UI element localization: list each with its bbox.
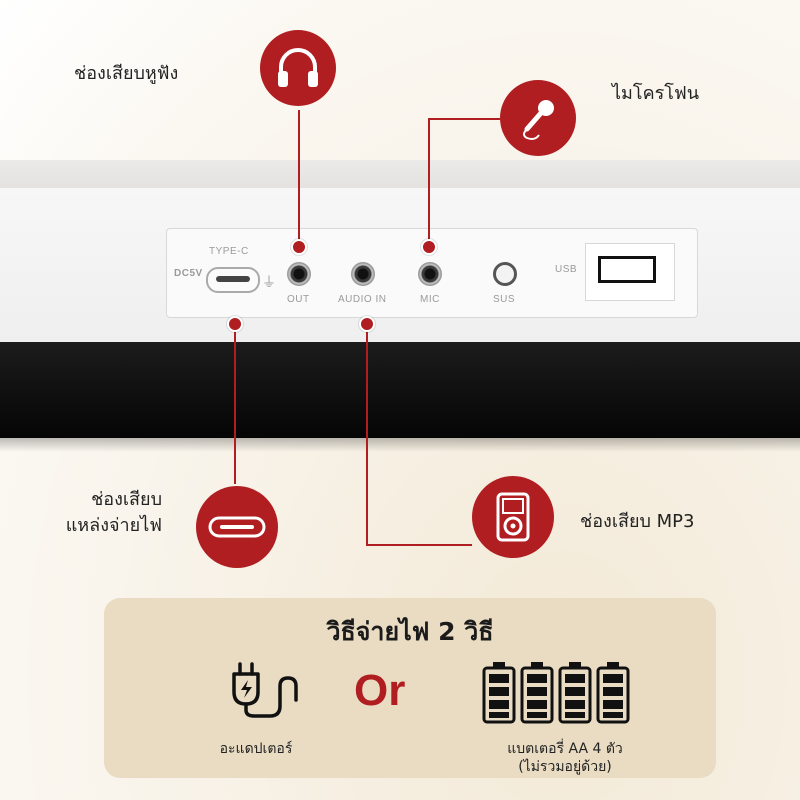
usb-c-port-icon bbox=[196, 486, 278, 568]
mic-connector-line-v bbox=[428, 118, 430, 246]
mp3-connector-line-h bbox=[366, 544, 472, 546]
mp3-dot bbox=[359, 316, 375, 332]
power-dot bbox=[227, 316, 243, 332]
sus-jack bbox=[493, 262, 517, 286]
mic-dot bbox=[421, 239, 437, 255]
keyboard-shadow bbox=[0, 438, 800, 452]
headphones-icon bbox=[260, 30, 336, 106]
battery-icon bbox=[480, 660, 638, 730]
power-adapter-icon bbox=[226, 660, 302, 722]
headphone-connector-line bbox=[298, 110, 300, 246]
power-label-line2: แหล่งจ่ายไฟ bbox=[65, 515, 162, 536]
mic-label: MIC bbox=[420, 294, 440, 305]
mic-jack bbox=[418, 262, 442, 286]
mic-connector-line-h bbox=[428, 118, 500, 120]
mp3-label: ช่องเสียบ MP3 bbox=[580, 511, 695, 532]
power-connector-line bbox=[234, 324, 236, 484]
keyboard-base bbox=[0, 342, 800, 438]
power-label-line1: ช่องเสียบ bbox=[91, 489, 162, 510]
keyboard-top-edge bbox=[0, 160, 800, 190]
audio-in-label: AUDIO IN bbox=[338, 294, 387, 305]
or-text: Or bbox=[354, 666, 406, 715]
mp3-connector-line-v bbox=[366, 324, 368, 546]
battery-caption-line2: (ไม่รวมอยู่ด้วย) bbox=[518, 759, 612, 775]
usb-c-port-slot bbox=[216, 276, 250, 282]
usb-label: USB bbox=[555, 264, 578, 275]
battery-caption-line1: แบตเตอรี่ AA 4 ตัว bbox=[507, 741, 623, 757]
dc-label: DC5V bbox=[174, 268, 203, 279]
mp3-player-icon bbox=[472, 476, 554, 558]
out-label: OUT bbox=[287, 294, 310, 305]
headphone-dot bbox=[291, 239, 307, 255]
microphone-label: ไมโครโฟน bbox=[612, 83, 700, 104]
headphone-label: ช่องเสียบหูฟัง bbox=[74, 63, 179, 84]
sus-label: SUS bbox=[493, 294, 516, 305]
audio-in-jack bbox=[351, 262, 375, 286]
out-jack bbox=[287, 262, 311, 286]
usb-symbol-icon: ⏚ bbox=[262, 274, 277, 290]
adapter-caption: อะแดปเตอร์ bbox=[219, 741, 293, 757]
usb-port bbox=[598, 256, 656, 283]
microphone-icon bbox=[500, 80, 576, 156]
type-c-label: TYPE-C bbox=[209, 246, 249, 257]
power-methods-title: วิธีจ่ายไฟ 2 วิธี bbox=[326, 617, 494, 646]
